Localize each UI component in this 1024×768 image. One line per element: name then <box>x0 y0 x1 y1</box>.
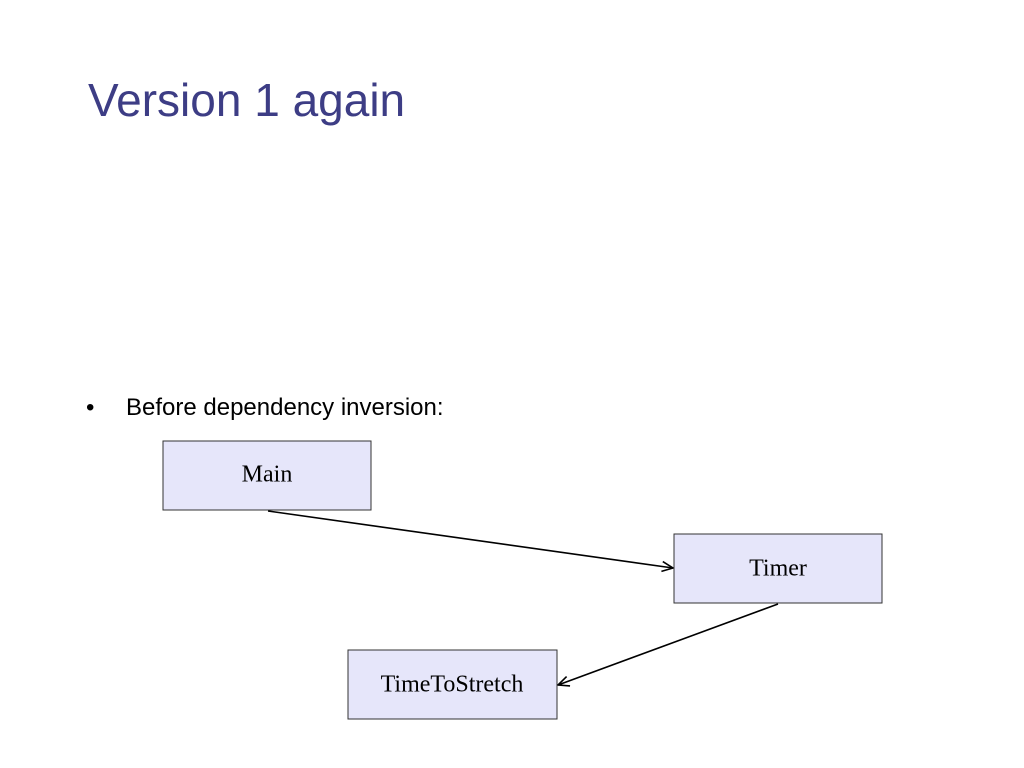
bullet-marker: • <box>86 394 95 421</box>
node-main: Main <box>162 440 372 511</box>
edge-main-to-timer <box>267 510 675 573</box>
edge-timer-to-timetostretch <box>556 603 779 687</box>
node-main-box <box>162 440 372 511</box>
node-timetostretch: TimeToStretch <box>347 649 558 720</box>
node-main-label: Main <box>242 462 293 488</box>
node-timer: Timer <box>673 533 883 604</box>
node-timer-label: Timer <box>749 556 807 582</box>
node-timer-box <box>673 533 883 604</box>
bullet-text: Before dependency inversion: <box>126 394 444 421</box>
node-timetostretch-label: TimeToStretch <box>381 672 524 698</box>
slide-title: Version 1 again <box>88 74 406 126</box>
bullet-item: • Before dependency inversion: <box>86 392 444 424</box>
node-timetostretch-box <box>347 649 558 720</box>
